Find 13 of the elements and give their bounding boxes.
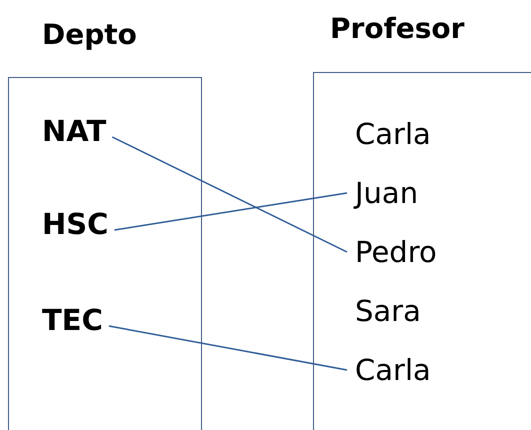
professor-name: Sara <box>355 294 421 328</box>
connector-line <box>108 325 348 371</box>
department-label: HSC <box>42 207 108 241</box>
connector-line <box>114 192 348 231</box>
professor-name: Juan <box>355 176 418 210</box>
department-label: TEC <box>42 303 103 337</box>
professor-name: Pedro <box>355 235 437 269</box>
professor-name: Carla <box>355 117 431 151</box>
professor-name: Carla <box>355 353 431 387</box>
connector-line <box>112 136 348 253</box>
department-label: NAT <box>42 114 106 148</box>
set-heading: Depto <box>42 18 137 51</box>
set-heading: Profesor <box>330 12 464 45</box>
